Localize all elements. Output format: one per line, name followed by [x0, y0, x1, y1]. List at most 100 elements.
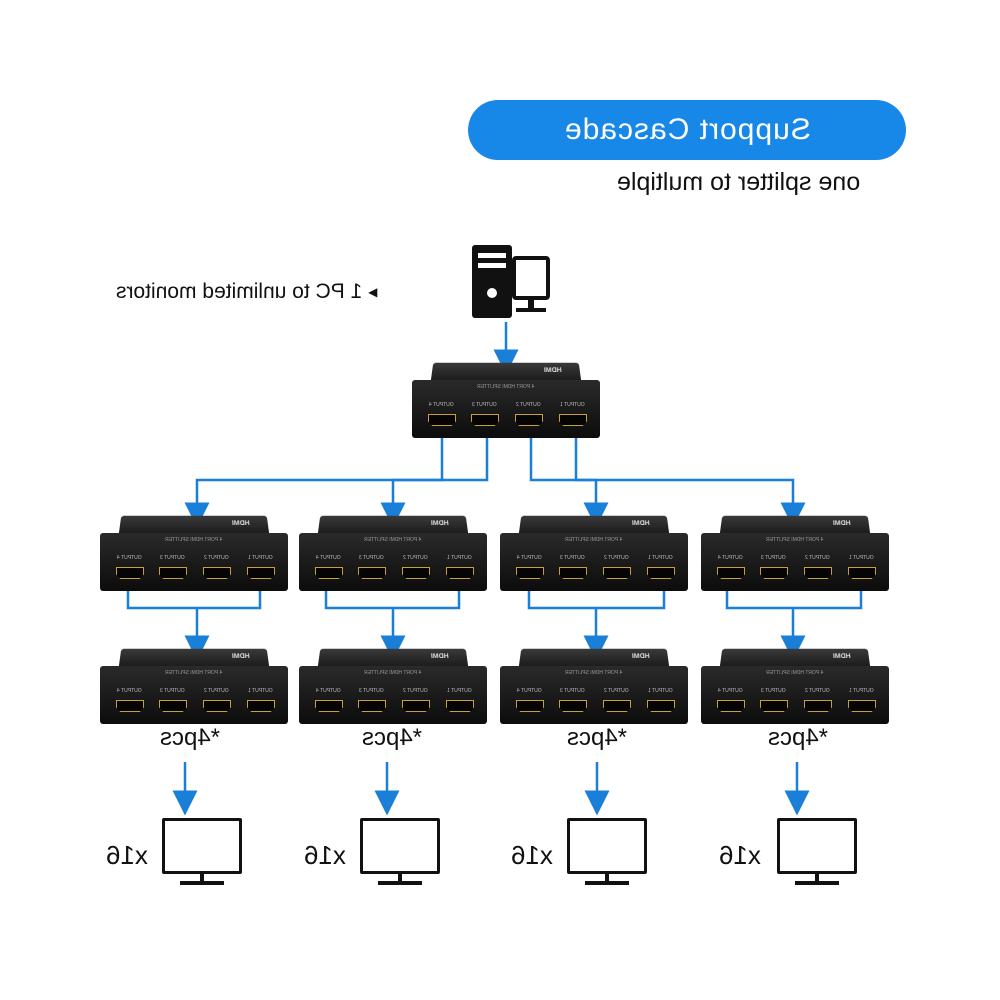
hdmi-socket-icon [203, 700, 231, 712]
port-label: OUTPUT 4 [715, 555, 745, 561]
port-label: OUTPUT 2 [601, 688, 631, 694]
port-label-text: OUTPUT 3 [559, 555, 585, 561]
port-label: OUTPUT 1 [846, 555, 876, 561]
hdmi-output-port: OUTPUT 3 [758, 555, 788, 579]
port-label-text: OUTPUT 4 [717, 555, 743, 561]
port-label: OUTPUT 3 [157, 555, 187, 561]
splitter-model: 4 PORT HDMI SPLITTER [100, 670, 288, 676]
port-label: OUTPUT 3 [356, 688, 386, 694]
splitter-model: 4 PORT HDMI SPLITTER [500, 537, 688, 543]
monitor-multiplier-4: x16 [719, 840, 761, 871]
port-label-text: OUTPUT 2 [203, 688, 229, 694]
port-label: OUTPUT 2 [802, 688, 832, 694]
hdmi-socket-icon [559, 414, 587, 426]
splitter-brand: HDMI [231, 653, 251, 660]
port-label-text: OUTPUT 2 [402, 555, 428, 561]
hdmi-socket-icon [402, 700, 430, 712]
hdmi-output-port: OUTPUT 2 [513, 402, 543, 426]
port-label: OUTPUT 1 [645, 555, 675, 561]
desktop-pc-icon [472, 245, 550, 318]
splitter-model: 4 PORT HDMI SPLITTER [412, 384, 600, 390]
port-label-text: OUTPUT 1 [647, 688, 673, 694]
hdmi-output-port: OUTPUT 2 [400, 688, 430, 712]
port-label-text: OUTPUT 4 [717, 688, 743, 694]
port-label: OUTPUT 1 [645, 688, 675, 694]
arrow-down-icon [529, 430, 609, 528]
hdmi-socket-icon [647, 567, 675, 579]
multiplier-label: x16 [511, 840, 553, 870]
splitter-brand: HDMI [430, 520, 450, 527]
hdmi-output-port: OUTPUT 1 [645, 555, 675, 579]
port-label: OUTPUT 1 [245, 688, 275, 694]
port-label-text: OUTPUT 4 [516, 555, 542, 561]
splitter-brand: HDMI [231, 520, 251, 527]
port-label: OUTPUT 4 [715, 688, 745, 694]
hdmi-socket-icon [717, 700, 745, 712]
port-label-text: OUTPUT 1 [848, 688, 874, 694]
splitter-brand: HDMI [430, 653, 450, 660]
hdmi-socket-icon [804, 567, 832, 579]
port-label: OUTPUT 1 [557, 402, 587, 408]
port-label-text: OUTPUT 4 [315, 555, 341, 561]
splitter-brand: HDMI [543, 367, 563, 374]
hdmi-output-port: OUTPUT 3 [557, 688, 587, 712]
triangle-pointer-icon: ◀ [368, 285, 378, 299]
arrow-down-icon [725, 585, 863, 648]
multiplier-label: x16 [304, 840, 346, 870]
port-label-text: OUTPUT 1 [848, 555, 874, 561]
hdmi-output-port: OUTPUT 2 [201, 688, 231, 712]
port-label-text: OUTPUT 2 [603, 555, 629, 561]
hdmi-socket-icon [760, 700, 788, 712]
splitter-model-text: 4 PORT HDMI SPLITTER [165, 537, 223, 543]
hdmi-output-port: OUTPUT 4 [313, 688, 343, 712]
port-label: OUTPUT 1 [245, 555, 275, 561]
hdmi-output-port: OUTPUT 4 [426, 402, 456, 426]
splitter-front: 4 PORT HDMI SPLITTER OUTPUT 4 OUTPUT 3 OUTP… [299, 533, 487, 591]
arrow-down-icon [380, 430, 489, 528]
arrow-down-icon [574, 430, 806, 528]
heading-pill: Support Cascade [468, 100, 906, 160]
hdmi-socket-icon [315, 700, 343, 712]
arrow-down-icon [527, 585, 666, 648]
hdmi-output-port: OUTPUT 2 [802, 555, 832, 579]
arrow-down-icon [126, 585, 262, 648]
splitter-front: 4 PORT HDMI SPLITTER OUTPUT 4 OUTPUT 3 OUTP… [100, 533, 288, 591]
count-label: *4pcs [361, 724, 423, 751]
monitor-multiplier-2: x16 [304, 840, 346, 871]
splitter-model-text: 4 PORT HDMI SPLITTER [165, 670, 223, 676]
hdmi-socket-icon [559, 567, 587, 579]
hdmi-output-port: OUTPUT 2 [601, 555, 631, 579]
hdmi-output-port: OUTPUT 4 [514, 688, 544, 712]
hdmi-output-port: OUTPUT 3 [557, 555, 587, 579]
port-label-text: OUTPUT 2 [804, 555, 830, 561]
hdmi-splitter-device: HDMI 4 PORT HDMI SPLITTER OUTPUT 4 OUTPUT 3… [299, 515, 487, 591]
monitor-multiplier-1: x16 [106, 840, 148, 871]
hdmi-socket-icon [247, 700, 275, 712]
hdmi-output-port: OUTPUT 1 [846, 555, 876, 579]
hdmi-output-port: OUTPUT 1 [557, 402, 587, 426]
hdmi-output-port: OUTPUT 1 [245, 688, 275, 712]
hdmi-socket-icon [446, 567, 474, 579]
splitter-model: 4 PORT HDMI SPLITTER [701, 537, 889, 543]
port-label-text: OUTPUT 3 [559, 688, 585, 694]
arrow-down-icon [324, 585, 461, 648]
hdmi-output-port: OUTPUT 4 [114, 555, 144, 579]
port-label-text: OUTPUT 1 [647, 555, 673, 561]
splitter-model: 4 PORT HDMI SPLITTER [299, 537, 487, 543]
hdmi-output-port: OUTPUT 3 [157, 688, 187, 712]
hdmi-socket-icon [603, 567, 631, 579]
hdmi-socket-icon [358, 567, 386, 579]
monitor-multiplier-3: x16 [511, 840, 553, 871]
splitter-top: HDMI [719, 648, 871, 668]
splitter-brand: HDMI [631, 653, 651, 660]
port-label: OUTPUT 3 [356, 555, 386, 561]
port-label: OUTPUT 4 [313, 555, 343, 561]
hdmi-socket-icon [402, 567, 430, 579]
hdmi-socket-icon [516, 567, 544, 579]
